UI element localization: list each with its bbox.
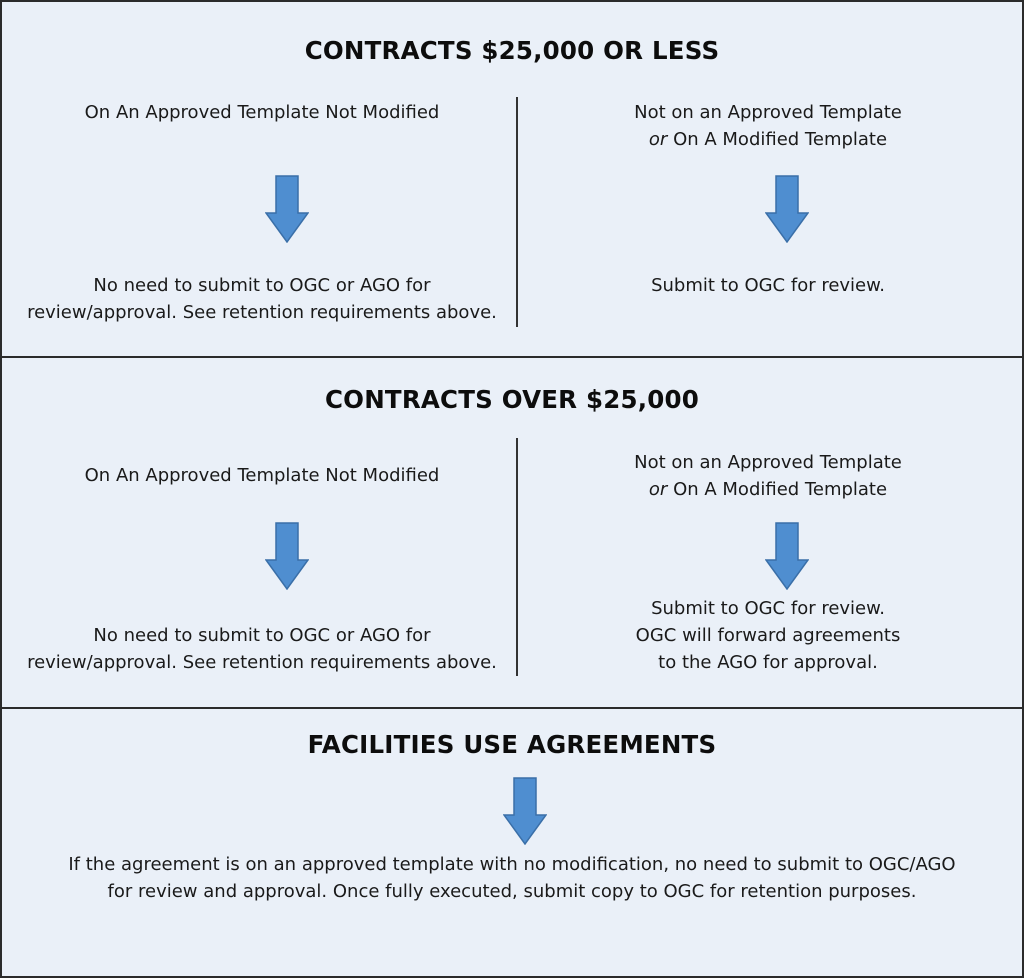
heading-line: Not on an Approved Template xyxy=(634,452,902,473)
right-column-heading: Not on an Approved Template or On A Modi… xyxy=(518,449,1018,503)
result-line: review/approval. See retention requireme… xyxy=(27,302,497,323)
left-column-heading: On An Approved Template Not Modified xyxy=(12,462,512,489)
result-line: to the AGO for approval. xyxy=(658,652,878,673)
section-contracts-25000-or-less: CONTRACTS $25,000 OR LESS On An Approved… xyxy=(2,2,1022,358)
right-column-result: Submit to OGC for review. xyxy=(518,272,1018,299)
or-emphasis: or xyxy=(648,129,668,150)
down-arrow-icon xyxy=(765,175,809,243)
result-line: Submit to OGC for review. xyxy=(651,598,885,619)
section-title: FACILITIES USE AGREEMENTS xyxy=(307,730,717,759)
down-arrow-icon xyxy=(765,522,809,590)
left-column-heading: On An Approved Template Not Modified xyxy=(12,99,512,126)
right-column-heading: Not on an Approved Template or On A Modi… xyxy=(518,99,1018,153)
column-divider xyxy=(516,438,518,676)
left-column-result: No need to submit to OGC or AGO for revi… xyxy=(12,272,512,326)
approved-template-label: On An Approved Template Not Modified xyxy=(84,465,440,486)
section-title: CONTRACTS $25,000 OR LESS xyxy=(304,36,720,65)
left-column-result: No need to submit to OGC or AGO for revi… xyxy=(12,622,512,676)
down-arrow-icon xyxy=(265,522,309,590)
heading-line: or On A Modified Template xyxy=(518,476,1018,503)
result-line: No need to submit to OGC or AGO for xyxy=(93,275,431,296)
instruction-line: If the agreement is on an approved templ… xyxy=(68,854,956,875)
or-emphasis: or xyxy=(648,479,668,500)
result-line: No need to submit to OGC or AGO for xyxy=(93,625,431,646)
heading-line: Not on an Approved Template xyxy=(634,102,902,123)
right-column-result: Submit to OGC for review. OGC will forwa… xyxy=(518,595,1018,676)
heading-rest: On A Modified Template xyxy=(667,479,888,500)
section-title: CONTRACTS OVER $25,000 xyxy=(325,385,699,414)
column-divider xyxy=(516,97,518,327)
section-facilities-use-agreements: FACILITIES USE AGREEMENTS If the agreeme… xyxy=(2,709,1022,976)
section-contracts-over-25000: CONTRACTS OVER $25,000 On An Approved Te… xyxy=(2,358,1022,709)
approved-template-label: On An Approved Template Not Modified xyxy=(84,102,440,123)
down-arrow-icon xyxy=(503,777,547,845)
down-arrow-icon xyxy=(265,175,309,243)
heading-rest: On A Modified Template xyxy=(667,129,888,150)
result-line: Submit to OGC for review. xyxy=(651,275,885,296)
facilities-instructions: If the agreement is on an approved templ… xyxy=(2,851,1022,905)
result-line: OGC will forward agreements xyxy=(635,625,901,646)
instruction-line: for review and approval. Once fully exec… xyxy=(107,881,917,902)
heading-line: or On A Modified Template xyxy=(518,126,1018,153)
result-line: review/approval. See retention requireme… xyxy=(27,652,497,673)
